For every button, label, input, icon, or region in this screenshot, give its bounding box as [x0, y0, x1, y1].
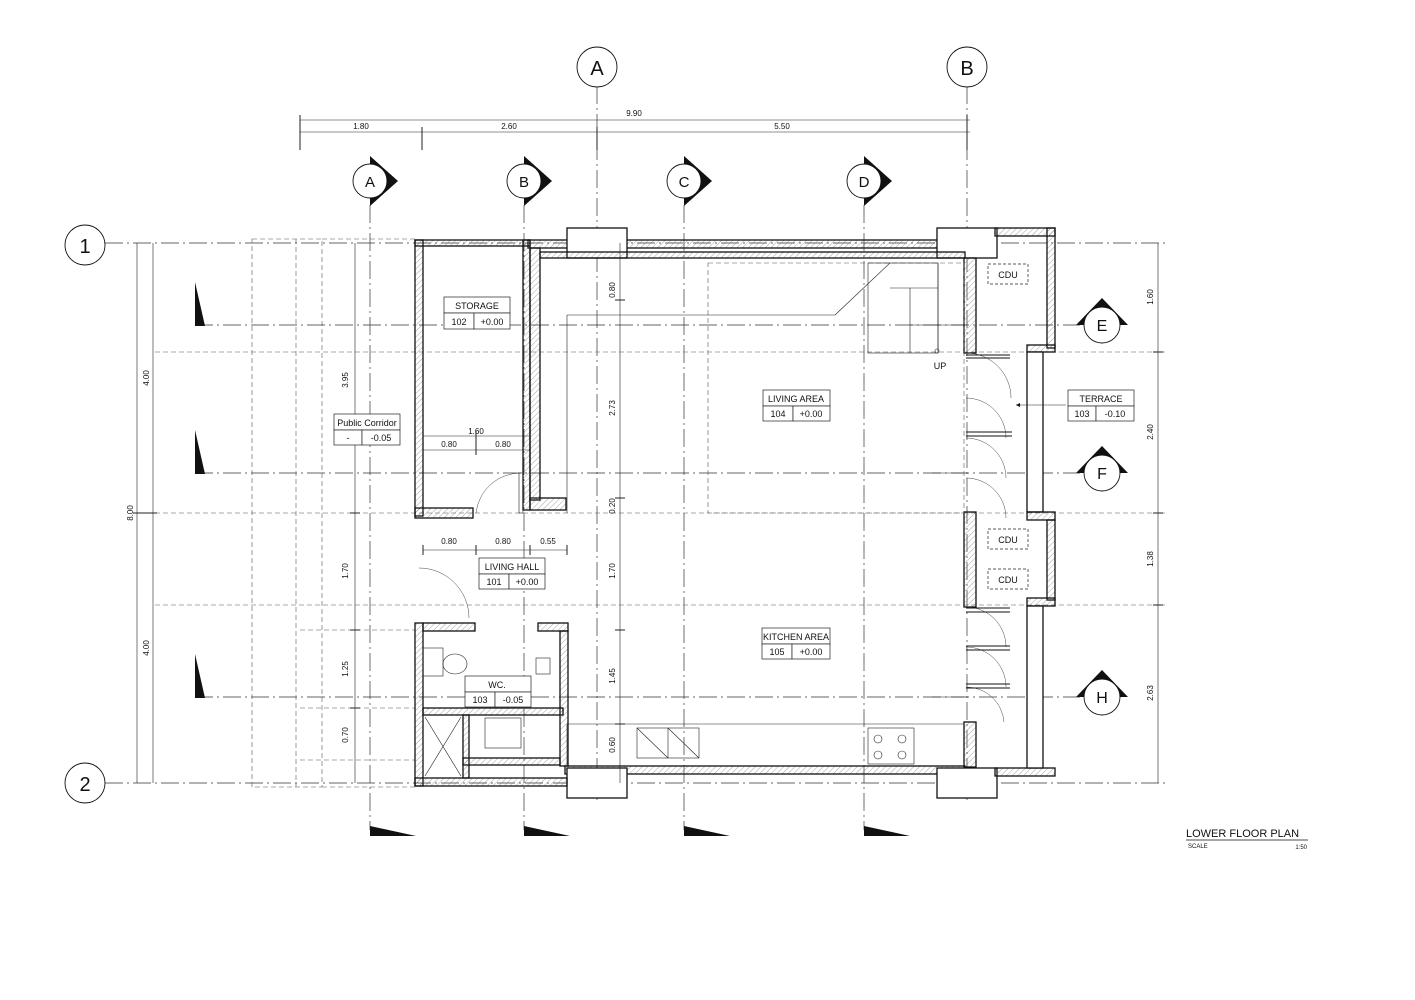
room-number: 103: [472, 695, 487, 705]
cdu-label: CDU: [998, 270, 1018, 280]
room-tag-wc: WC. 103 -0.05: [464, 675, 532, 708]
section-label-F: F: [1097, 466, 1107, 483]
section-marker-D: D: [846, 156, 892, 206]
dim-top-1: 1.80: [353, 122, 369, 131]
dim-left-8: 8.00: [126, 505, 135, 521]
dimension-lines: [133, 115, 1163, 783]
room-name: WC.: [488, 680, 506, 690]
dim-c-070: 0.70: [341, 727, 350, 743]
section-label-A: A: [365, 174, 375, 191]
cdu-unit-2: CDU: [987, 528, 1029, 550]
dim-c-170: 1.70: [341, 563, 350, 579]
dim-c-395: 3.95: [341, 372, 350, 388]
dim-m-145: 1.45: [608, 668, 617, 684]
dim-c-125: 1.25: [341, 661, 350, 677]
room-level: -0.05: [371, 433, 392, 443]
section-end-arrows: [195, 282, 910, 836]
doors: [418, 352, 1066, 723]
room-level: -0.10: [1105, 409, 1126, 419]
section-marker-C: C: [666, 156, 712, 206]
grid-bubble-B: B: [946, 46, 988, 88]
cdu-unit-3: CDU: [987, 568, 1029, 590]
section-label-E: E: [1097, 318, 1108, 335]
dim-m-170: 1.70: [608, 563, 617, 579]
room-name: TERRACE: [1079, 394, 1122, 404]
grid-label-A: A: [590, 58, 604, 80]
section-label-D: D: [859, 174, 870, 191]
room-level: +0.00: [800, 409, 823, 419]
room-tag-living-hall: LIVING HALL 101 +0.00: [478, 557, 546, 590]
room-tag-storage: STORAGE 102 +0.00: [443, 296, 511, 330]
section-marker-F: F: [1076, 446, 1128, 492]
section-label-H: H: [1096, 690, 1108, 707]
dim-r-263: 2.63: [1146, 685, 1155, 701]
dim-left-4a: 4.00: [142, 370, 151, 386]
cdu-label: CDU: [998, 535, 1018, 545]
room-level: -0.05: [503, 695, 524, 705]
scale-value: 1:50: [1295, 845, 1307, 851]
dim-h-080b: 0.80: [495, 440, 511, 449]
dim-h-160: 1.60: [468, 427, 484, 436]
dim-h-080c: 0.80: [441, 537, 457, 546]
section-marker-B: B: [506, 156, 552, 206]
grid-bubble-1: 1: [64, 224, 106, 266]
room-number: 101: [486, 577, 501, 587]
room-number: 103: [1074, 409, 1089, 419]
stair-up-label: UP: [934, 361, 947, 371]
room-number: 105: [769, 647, 784, 657]
section-marker-A: A: [352, 156, 398, 206]
walls: [414, 227, 1056, 799]
grid-label-2: 2: [79, 774, 90, 796]
dim-m-273: 2.73: [608, 400, 617, 416]
dim-r-160: 1.60: [1146, 289, 1155, 305]
grid-lines: [105, 86, 1165, 830]
dim-m-080: 0.80: [608, 282, 617, 298]
room-tag-terrace: TERRACE 103 -0.10: [1067, 389, 1135, 422]
dim-top-total: 9.90: [626, 109, 642, 118]
plan-title: LOWER FLOOR PLAN: [1186, 828, 1299, 840]
scale-label: SCALE: [1188, 844, 1208, 850]
room-name: Public Corridor: [337, 418, 397, 428]
dim-h-080d: 0.80: [495, 537, 511, 546]
room-tag-living-area: LIVING AREA 104 +0.00: [762, 389, 831, 422]
dim-r-240: 2.40: [1146, 424, 1155, 440]
room-name: STORAGE: [455, 301, 499, 311]
room-tag-corridor: Public Corridor - -0.05: [333, 413, 401, 446]
dim-top-2: 2.60: [501, 122, 517, 131]
dim-top-3: 5.50: [774, 122, 790, 131]
section-label-C: C: [679, 174, 690, 191]
dim-r-138: 1.38: [1146, 551, 1155, 567]
dim-h-080a: 0.80: [441, 440, 457, 449]
interior-lines: [422, 262, 965, 777]
section-marker-H: H: [1076, 670, 1128, 716]
section-label-B: B: [519, 174, 529, 191]
dim-h-055: 0.55: [540, 537, 556, 546]
grid-bubble-A: A: [576, 46, 618, 88]
dim-left-4b: 4.00: [142, 640, 151, 656]
corridor-outline: [251, 238, 415, 788]
dim-m-020: 0.20: [608, 498, 617, 514]
section-marker-E: E: [1076, 298, 1128, 344]
room-number: -: [347, 433, 350, 443]
room-name: KITCHEN AREA: [763, 632, 829, 642]
room-level: +0.00: [481, 317, 504, 327]
cdu-unit-1: CDU: [987, 263, 1029, 285]
room-number: 102: [451, 317, 466, 327]
room-name: LIVING HALL: [485, 562, 540, 572]
plan-title-block: LOWER FLOOR PLAN SCALE 1:50: [1186, 828, 1308, 851]
dimension-labels: 9.90 1.80 2.60 5.50 8.00 4.00 4.00 3.95 …: [126, 109, 1155, 753]
room-tag-kitchen: KITCHEN AREA 105 +0.00: [761, 627, 831, 660]
room-number: 104: [770, 409, 785, 419]
grid-bubble-2: 2: [64, 762, 106, 804]
room-level: +0.00: [516, 577, 539, 587]
grid-label-B: B: [960, 58, 973, 80]
dim-m-060: 0.60: [608, 737, 617, 753]
room-level: +0.00: [800, 647, 823, 657]
room-name: LIVING AREA: [768, 394, 824, 404]
grid-label-1: 1: [79, 236, 90, 258]
cdu-label: CDU: [998, 575, 1018, 585]
